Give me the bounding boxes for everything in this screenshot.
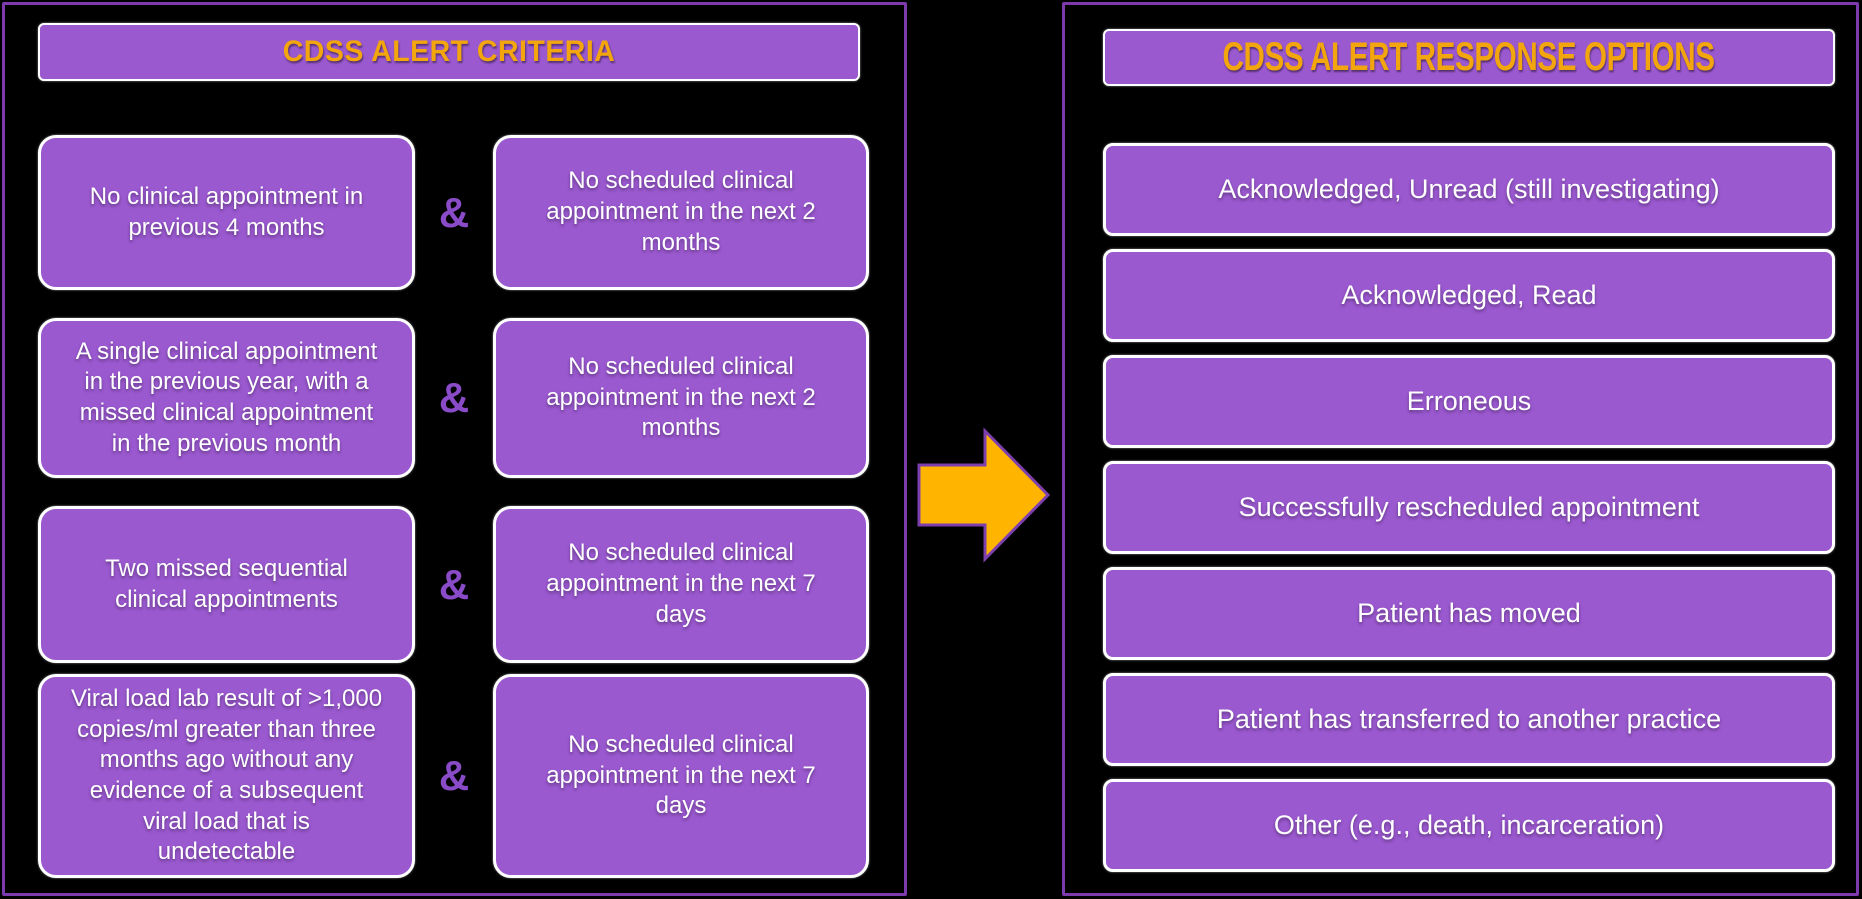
criterion-box: Two missed sequential clinical appointme…: [38, 506, 415, 663]
ampersand: &: [438, 374, 470, 421]
criteria-row-3: Two missed sequential clinical appointme…: [38, 506, 869, 663]
criteria-row-1: No clinical appointment in previous 4 mo…: [38, 135, 869, 290]
criterion-text: Two missed sequential clinical appointme…: [105, 554, 348, 613]
ampersand: &: [438, 752, 470, 799]
response-option-text: Patient has transferred to another pract…: [1216, 704, 1722, 734]
schedule-text: No scheduled clinical appointment in the…: [546, 539, 816, 628]
response-panel: CDSS ALERT RESPONSE OPTIONS Acknowledged…: [1062, 2, 1859, 896]
response-option-box: Successfully rescheduled appointment: [1103, 461, 1835, 554]
criteria-row-4: Viral load lab result of >1,000 copies/m…: [38, 674, 869, 878]
criteria-header: CDSS ALERT CRITERIA: [38, 23, 860, 81]
right-arrow-icon: [917, 427, 1051, 563]
schedule-box: No scheduled clinical appointment in the…: [493, 506, 869, 663]
schedule-box: No scheduled clinical appointment in the…: [493, 674, 869, 878]
criteria-panel: CDSS ALERT CRITERIA No clinical appointm…: [2, 2, 907, 896]
response-option-text: Acknowledged, Read: [1341, 280, 1597, 310]
schedule-text: No scheduled clinical appointment in the…: [546, 167, 816, 256]
ampersand: &: [438, 188, 470, 236]
response-option-box: Acknowledged, Read: [1103, 249, 1835, 342]
response-title: CDSS ALERT RESPONSE OPTIONS: [1222, 35, 1716, 79]
criterion-box: A single clinical appointment in the pre…: [38, 318, 415, 478]
response-option-text: Successfully rescheduled appointment: [1238, 492, 1700, 522]
response-option-box: Other (e.g., death, incarceration): [1103, 779, 1835, 872]
schedule-box: No scheduled clinical appointment in the…: [493, 135, 869, 290]
criterion-text: A single clinical appointment in the pre…: [75, 337, 378, 457]
response-option-box: Erroneous: [1103, 355, 1835, 448]
criterion-text: No clinical appointment in previous 4 mo…: [89, 182, 364, 241]
criteria-title: CDSS ALERT CRITERIA: [282, 35, 616, 68]
ampersand: &: [438, 560, 470, 608]
response-option-text: Other (e.g., death, incarceration): [1273, 810, 1665, 840]
schedule-box: No scheduled clinical appointment in the…: [493, 318, 869, 478]
criterion-box: Viral load lab result of >1,000 copies/m…: [38, 674, 415, 878]
response-option-box: Patient has moved: [1103, 567, 1835, 660]
criteria-row-2: A single clinical appointment in the pre…: [38, 318, 869, 478]
response-option-text: Patient has moved: [1357, 598, 1581, 628]
response-option-text: Acknowledged, Unread (still investigatin…: [1218, 174, 1720, 204]
schedule-text: No scheduled clinical appointment in the…: [546, 730, 816, 820]
response-option-box: Acknowledged, Unread (still investigatin…: [1103, 143, 1835, 236]
response-option-box: Patient has transferred to another pract…: [1103, 673, 1835, 766]
schedule-text: No scheduled clinical appointment in the…: [546, 352, 816, 442]
response-option-text: Erroneous: [1406, 386, 1532, 416]
criterion-text: Viral load lab result of >1,000 copies/m…: [70, 684, 383, 866]
response-options-list: Acknowledged, Unread (still investigatin…: [1103, 143, 1835, 872]
response-header: CDSS ALERT RESPONSE OPTIONS: [1103, 29, 1835, 86]
criterion-box: No clinical appointment in previous 4 mo…: [38, 135, 415, 290]
